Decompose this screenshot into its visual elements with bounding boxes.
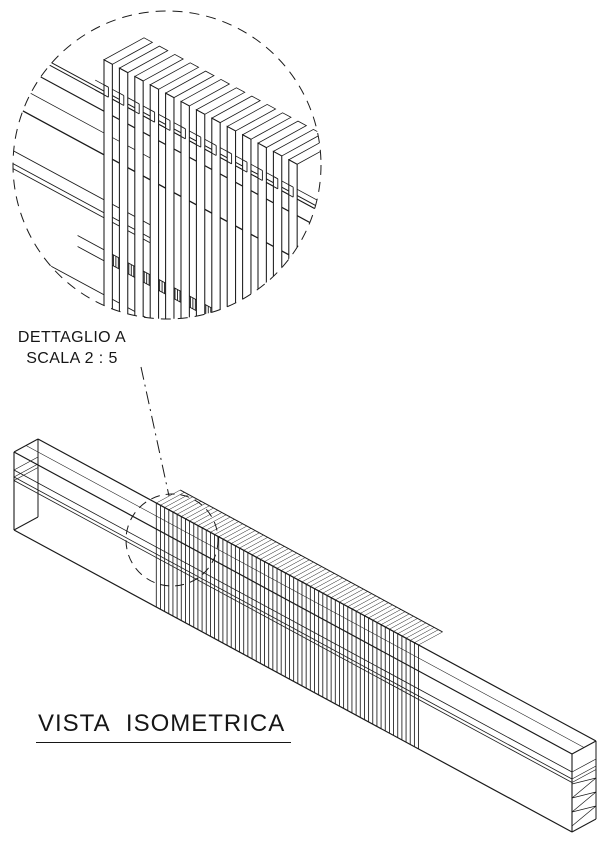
isometric-view-drawing (13, 438, 597, 833)
leader-centerline (140, 366, 170, 497)
detail-title: DETTAGLIO A (17, 329, 127, 346)
detail-callout-label: DETTAGLIO A SCALA 2 : 5 (2, 327, 142, 369)
detail-view-content (13, 11, 321, 319)
detail-boundary-circle (12, 10, 322, 320)
detail-indicator-circle (125, 493, 219, 587)
detail-scale: SCALA 2 : 5 (26, 350, 118, 368)
view-title: VISTA ISOMETRICA (36, 710, 292, 743)
